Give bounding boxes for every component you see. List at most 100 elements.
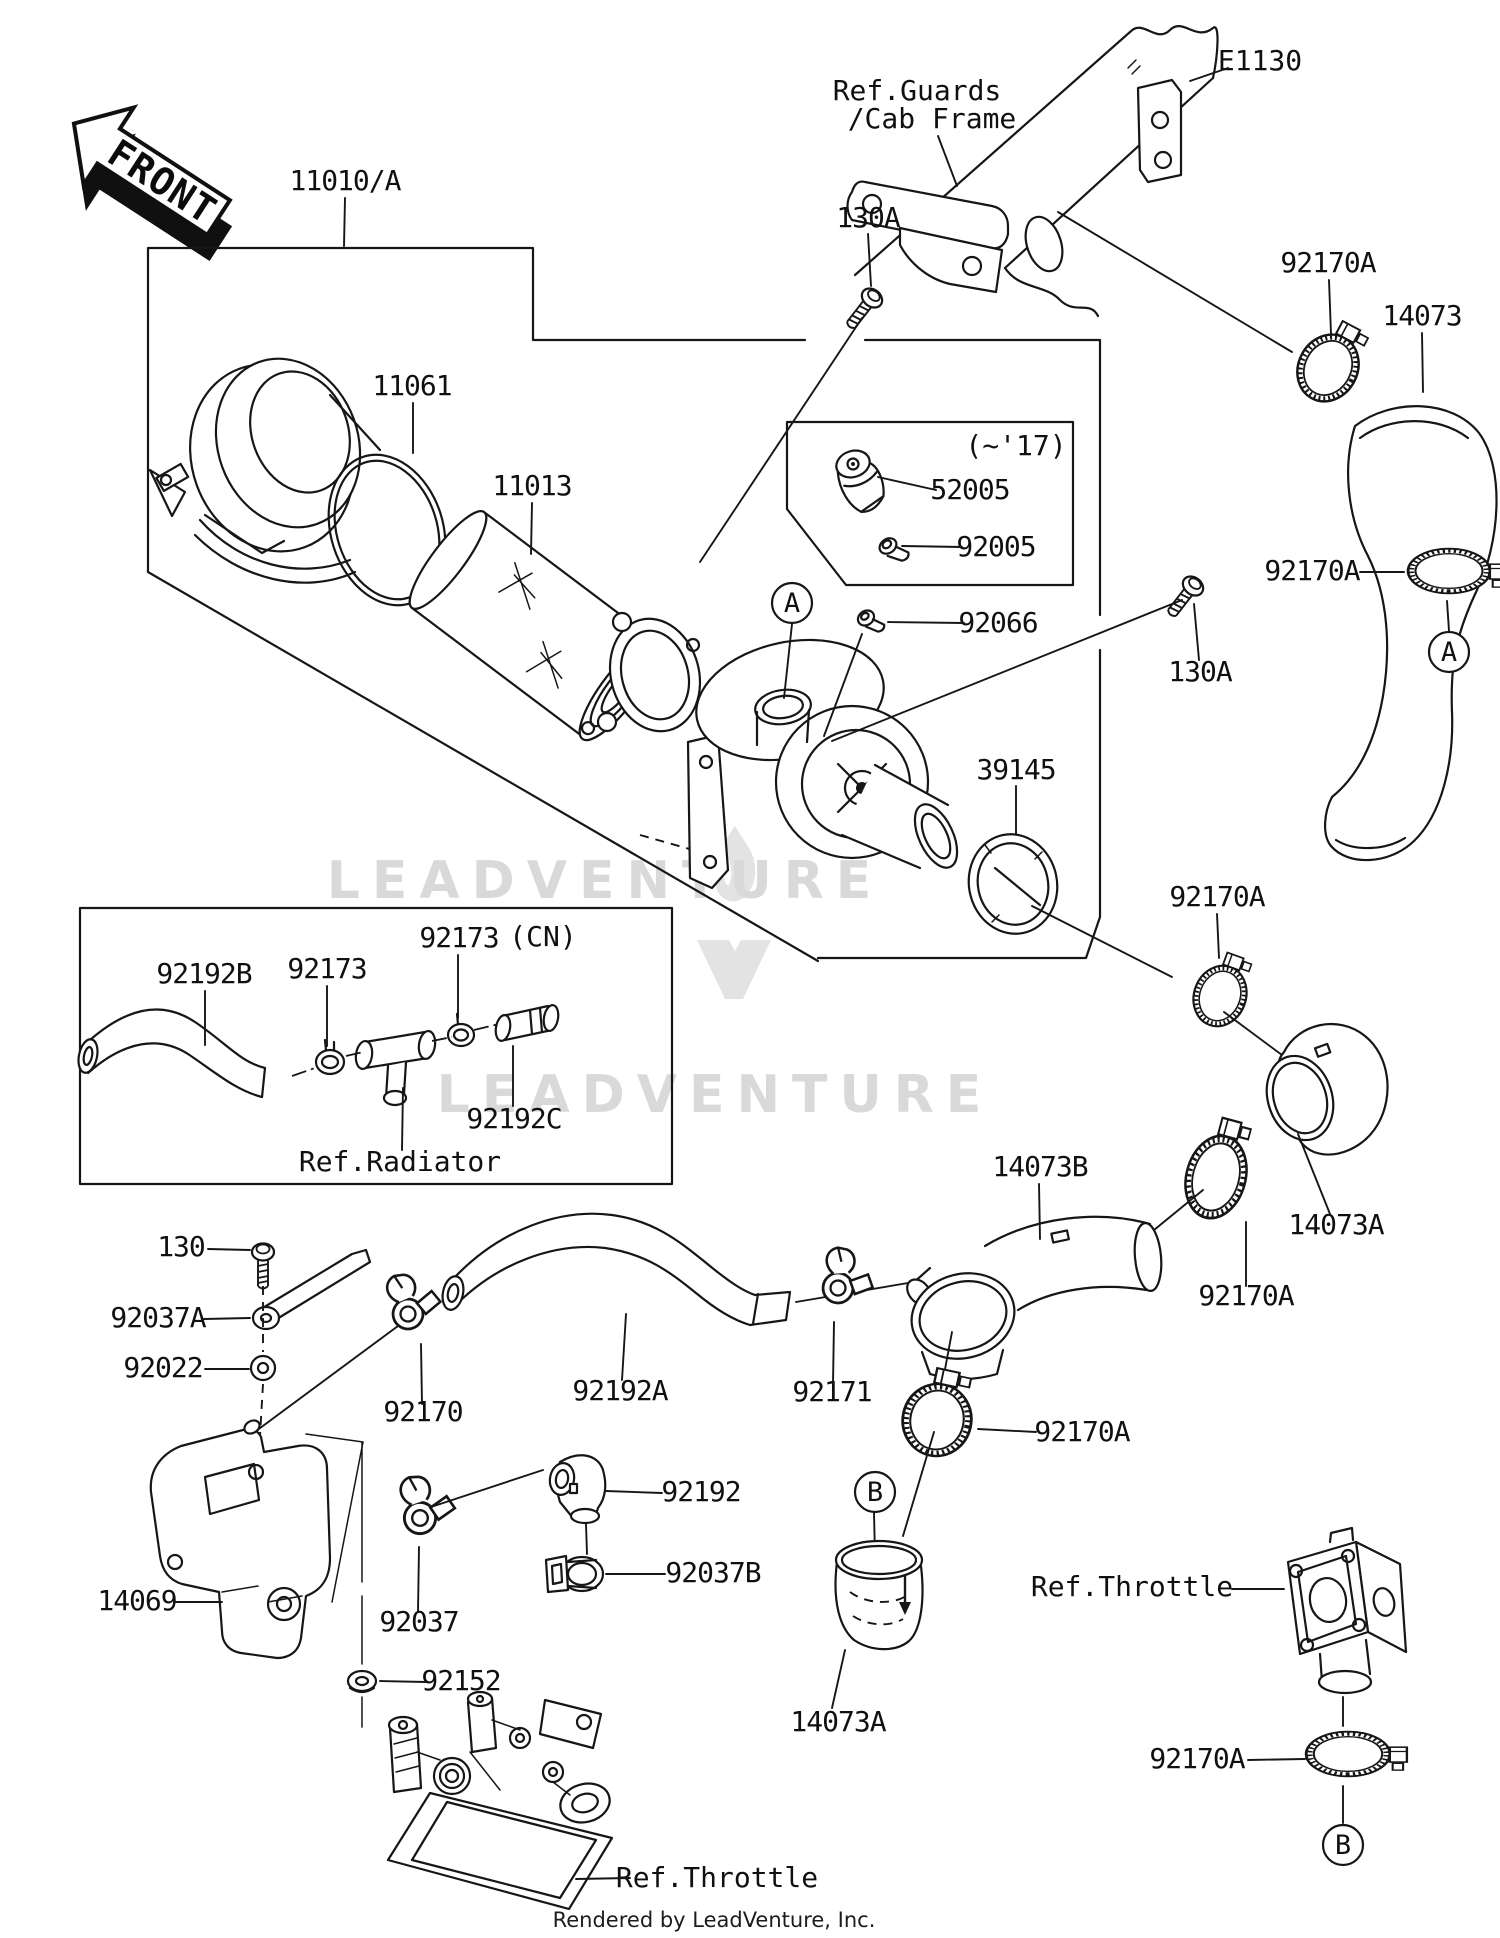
leader-92037 — [417, 1546, 420, 1613]
leader-92152 — [379, 1680, 427, 1683]
label-note-17: (~'17) — [965, 429, 1066, 462]
leader-130a-right — [1193, 603, 1200, 661]
clamp-92170 — [381, 1264, 447, 1334]
label-130a-right[interactable]: 130A — [1168, 655, 1234, 688]
label-92173-left[interactable]: 92173 — [287, 952, 367, 985]
air-cleaner-housing — [596, 611, 959, 890]
label-92066[interactable]: 92066 — [958, 606, 1038, 639]
label-92170a-5[interactable]: 92170A — [1034, 1415, 1131, 1448]
label-14073a-2[interactable]: 14073A — [790, 1705, 887, 1738]
label-92037[interactable]: 92037 — [379, 1605, 459, 1638]
label-ref-throttle-bottom[interactable]: Ref.Throttle — [616, 1861, 818, 1894]
label-14073a-1[interactable]: 14073A — [1288, 1208, 1385, 1241]
callout-b-boot — [853, 1470, 897, 1514]
assoc-pipe-clamp — [1153, 1189, 1204, 1231]
leader-92170a-1 — [1328, 279, 1332, 335]
assoc-clamp5-boot — [902, 1431, 935, 1537]
boot-duct-14073a-bottom — [834, 1539, 924, 1651]
guard-bar — [846, 180, 1010, 250]
label-14073b[interactable]: 14073B — [992, 1150, 1088, 1183]
canister-14069 — [149, 1419, 364, 1660]
leader-callout-a — [783, 623, 793, 699]
leader-14073b — [1038, 1183, 1041, 1240]
bolt-92066 — [856, 609, 886, 633]
label-cn: (CN) — [509, 920, 576, 953]
sleeve-duct-14073a — [1265, 1022, 1389, 1156]
label-92192a[interactable]: 92192A — [572, 1374, 669, 1407]
label-92152[interactable]: 92152 — [421, 1664, 501, 1697]
label-92170a-4[interactable]: 92170A — [1198, 1279, 1295, 1312]
leader-14073a-1 — [1297, 1133, 1331, 1215]
breather-52005 — [835, 449, 885, 513]
leader-92170a-3 — [1216, 913, 1220, 959]
clamp-92037b — [544, 1554, 605, 1594]
leader-11010a — [343, 197, 346, 247]
label-cab-frame[interactable]: /Cab Frame — [848, 102, 1017, 135]
callout-b-right — [1321, 1823, 1365, 1867]
leader-14073 — [1421, 332, 1424, 393]
assoc-92066 — [823, 633, 863, 737]
callout-a-housing-label: A — [784, 588, 800, 619]
hose-92192b — [77, 1008, 267, 1099]
label-e1130[interactable]: E1130 — [1218, 44, 1302, 77]
label-39145[interactable]: 39145 — [976, 753, 1056, 786]
t-fitting-radiator — [354, 1029, 437, 1107]
throttle-body-ref — [386, 1690, 614, 1911]
leader-92066 — [887, 621, 965, 624]
clamp-92173-left — [314, 1038, 346, 1076]
leader-130 — [207, 1248, 251, 1251]
label-130a-top[interactable]: 130A — [836, 201, 902, 234]
label-92170a-1[interactable]: 92170A — [1280, 246, 1377, 279]
label-11061[interactable]: 11061 — [372, 369, 452, 402]
label-ref-radiator[interactable]: Ref.Radiator — [299, 1145, 501, 1178]
label-92022[interactable]: 92022 — [123, 1351, 203, 1384]
label-52005[interactable]: 52005 — [930, 473, 1010, 506]
label-92173-right[interactable]: 92173 — [419, 921, 499, 954]
label-130[interactable]: 130 — [157, 1230, 206, 1263]
label-14069[interactable]: 14069 — [97, 1584, 177, 1617]
label-92170a-3[interactable]: 92170A — [1169, 880, 1266, 913]
leader-92192 — [605, 1490, 663, 1494]
inset-centerlines — [291, 1023, 500, 1077]
hose-92192a — [441, 1212, 792, 1327]
label-92192[interactable]: 92192 — [661, 1475, 741, 1508]
callout-b-boot-label: B — [867, 1477, 883, 1508]
label-11013[interactable]: 11013 — [492, 469, 572, 502]
label-92170a-6[interactable]: 92170A — [1149, 1742, 1246, 1775]
label-92170a-2[interactable]: 92170A — [1264, 554, 1361, 587]
callout-a-right — [1427, 630, 1471, 674]
clamp-92170a-6 — [1306, 1732, 1407, 1777]
bolt-130a-top — [839, 283, 888, 335]
label-92170[interactable]: 92170 — [383, 1395, 463, 1428]
label-92192b[interactable]: 92192B — [156, 957, 252, 990]
label-14073[interactable]: 14073 — [1382, 299, 1462, 332]
leader-ref-throttle-bottom — [575, 1877, 631, 1880]
leader-11013 — [530, 502, 533, 555]
credit-line: Rendered by LeadVenture, Inc. — [553, 1908, 876, 1932]
label-ref-guards[interactable]: Ref.Guards — [833, 74, 1002, 107]
leadventure-watermark: LEADVENTURE LEADVENTURE — [327, 826, 994, 1125]
leader-e1130 — [1189, 67, 1229, 82]
label-ref-throttle-right[interactable]: Ref.Throttle — [1031, 1570, 1233, 1603]
watermark-text-2: LEADVENTURE — [437, 1065, 994, 1125]
label-11010a[interactable]: 11010/A — [289, 164, 402, 197]
leader-92037a — [203, 1317, 251, 1320]
label-92171[interactable]: 92171 — [792, 1375, 872, 1408]
radiator-inset-box — [78, 906, 674, 1186]
y-pipe-14073b — [906, 1215, 1163, 1381]
label-92037a[interactable]: 92037A — [110, 1301, 207, 1334]
assoc-elbow-clamp — [585, 1523, 588, 1555]
elbow-92192 — [548, 1454, 607, 1525]
leader-130a-top — [867, 233, 872, 287]
note-17-box — [785, 420, 1075, 587]
label-92192c[interactable]: 92192C — [466, 1102, 562, 1135]
leader-92170a-5 — [977, 1428, 1037, 1433]
leader-callout-a-right — [1446, 600, 1450, 632]
throttle-flange-ref — [1286, 1526, 1408, 1695]
callout-a-right-label: A — [1441, 637, 1457, 668]
label-92037b[interactable]: 92037B — [665, 1556, 761, 1589]
leader-14073a-2 — [831, 1649, 846, 1709]
label-92005[interactable]: 92005 — [956, 530, 1036, 563]
clamp-92173-right — [446, 1012, 476, 1048]
